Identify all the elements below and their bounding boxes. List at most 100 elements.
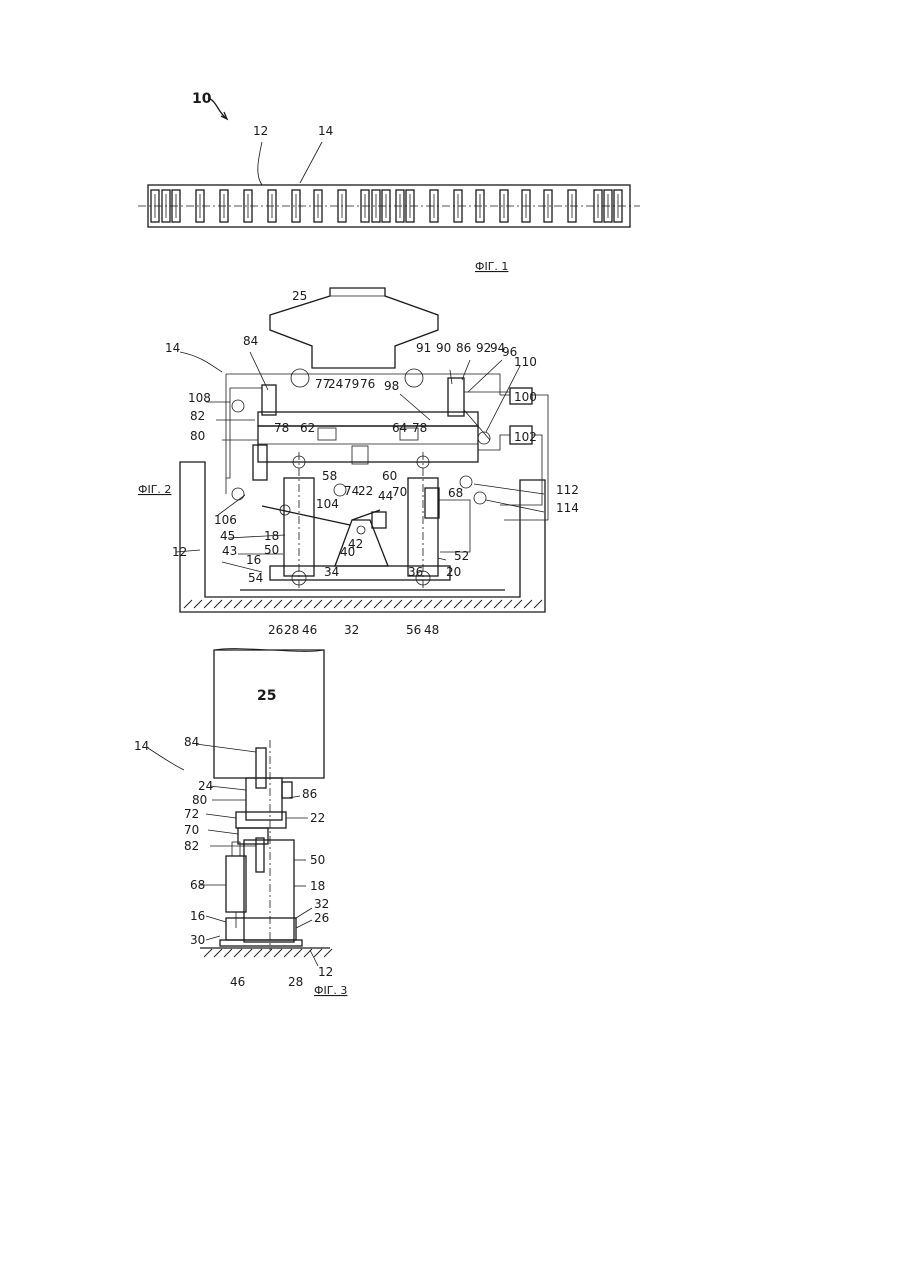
hatch-line — [354, 600, 362, 608]
fig2-label: 22 — [358, 484, 373, 498]
hatch-line — [494, 600, 502, 608]
fig2-label: 40 — [340, 545, 355, 559]
fig2-label: 64 — [392, 421, 407, 435]
fig2-label: 82 — [190, 409, 205, 423]
hatch-line — [224, 600, 232, 608]
valve-106 — [232, 488, 244, 500]
fig2-label: 62 — [300, 421, 315, 435]
hatch-line — [434, 600, 442, 608]
hatch-line — [324, 600, 332, 608]
valve-114 — [474, 492, 486, 504]
fig3-label: 50 — [310, 853, 325, 867]
leader-12 — [258, 142, 262, 185]
fig2-label: 24 — [328, 377, 343, 391]
fig2-caption: ФIГ. 2 — [138, 483, 171, 496]
fig3-leaders — [148, 744, 318, 966]
fig2-label: 91 — [416, 341, 431, 355]
fig3-label: 46 — [230, 975, 245, 989]
beam-24 — [258, 412, 478, 426]
figure-2: 1425841088280772479769891908692949611010… — [138, 288, 579, 637]
hatch-line — [264, 949, 272, 957]
fig2-label: 58 — [322, 469, 337, 483]
fig2-label: 92 — [476, 341, 491, 355]
hatch-line — [534, 600, 542, 608]
hatch-line — [374, 600, 382, 608]
hatch-line — [314, 949, 322, 957]
line-100-right — [504, 395, 548, 520]
fig3-label: 68 — [190, 878, 205, 892]
fig2-label: 79 — [344, 377, 359, 391]
hatch-line — [234, 949, 242, 957]
hatch-line — [234, 600, 242, 608]
fig3-label: 18 — [310, 879, 325, 893]
fig2-label: 16 — [246, 553, 261, 567]
figure-3: 2514842480867222708250681816322630462812… — [134, 649, 347, 997]
cylinder-68 — [425, 488, 439, 518]
fig3-label: 25 — [257, 688, 276, 704]
hatch-line — [384, 600, 392, 608]
roller-left — [291, 369, 309, 387]
hatch-line — [344, 600, 352, 608]
hatch-line — [284, 949, 292, 957]
fig2-label: 68 — [448, 486, 463, 500]
label-14: 14 — [318, 124, 333, 138]
fig3-label: 72 — [184, 807, 199, 821]
hatch-line — [224, 949, 232, 957]
fig2-label: 114 — [556, 501, 579, 515]
fig2-label: 98 — [384, 379, 399, 393]
hatch-line — [334, 600, 342, 608]
hatch-line — [464, 600, 472, 608]
fig3-label: 84 — [184, 735, 199, 749]
fig2-label: 86 — [456, 341, 471, 355]
hatch-line — [484, 600, 492, 608]
fig2-label: 20 — [446, 565, 461, 579]
hatch-line — [304, 949, 312, 957]
fig2-label: 108 — [188, 391, 211, 405]
fig3-labels: 2514842480867222708250681816322630462812 — [134, 688, 333, 989]
hatch-line — [244, 600, 252, 608]
column-18-side — [244, 840, 294, 942]
line-68 — [439, 500, 470, 552]
fig2-label: 100 — [514, 390, 537, 404]
hatch-line — [414, 600, 422, 608]
fig2-label: 52 — [454, 549, 469, 563]
fig2-label: 34 — [324, 565, 339, 579]
fig3-label: 28 — [288, 975, 303, 989]
fig3-caption: ФIГ. 3 — [314, 984, 347, 997]
hatch-line — [294, 949, 302, 957]
ground-hatch — [184, 600, 542, 608]
fig2-label: 106 — [214, 513, 237, 527]
hatch-line — [274, 949, 282, 957]
roller-right — [405, 369, 423, 387]
fig2-label: 78 — [274, 421, 289, 435]
fig2-label: 56 — [406, 623, 421, 637]
fig3-label: 70 — [184, 823, 199, 837]
hatch-line — [314, 600, 322, 608]
line-to-102 — [478, 435, 510, 450]
hatch-line — [424, 600, 432, 608]
fig2-label: 32 — [344, 623, 359, 637]
rod-82 — [256, 838, 264, 872]
fig3-label: 22 — [310, 811, 325, 825]
bracket-pin — [357, 526, 365, 534]
hatch-line — [244, 949, 252, 957]
hatch-line — [514, 600, 522, 608]
fig2-label: 14 — [165, 341, 180, 355]
fig3-label: 86 — [302, 787, 317, 801]
fig2-label: 78 — [412, 421, 427, 435]
label-12: 12 — [253, 124, 268, 138]
fig3-label: 82 — [184, 839, 199, 853]
fig3-label: 26 — [314, 911, 329, 925]
block-44 — [372, 512, 386, 528]
hatch-line — [324, 949, 332, 957]
block-24-80 — [246, 778, 282, 820]
hatch-line — [204, 949, 212, 957]
fig3-label: 12 — [318, 965, 333, 979]
fig2-label: 70 — [392, 485, 407, 499]
hatch-line — [194, 600, 202, 608]
fig3-label: 24 — [198, 779, 213, 793]
fig3-label: 80 — [192, 793, 207, 807]
hopper-25-side — [214, 650, 324, 778]
gripper-62 — [318, 428, 336, 440]
